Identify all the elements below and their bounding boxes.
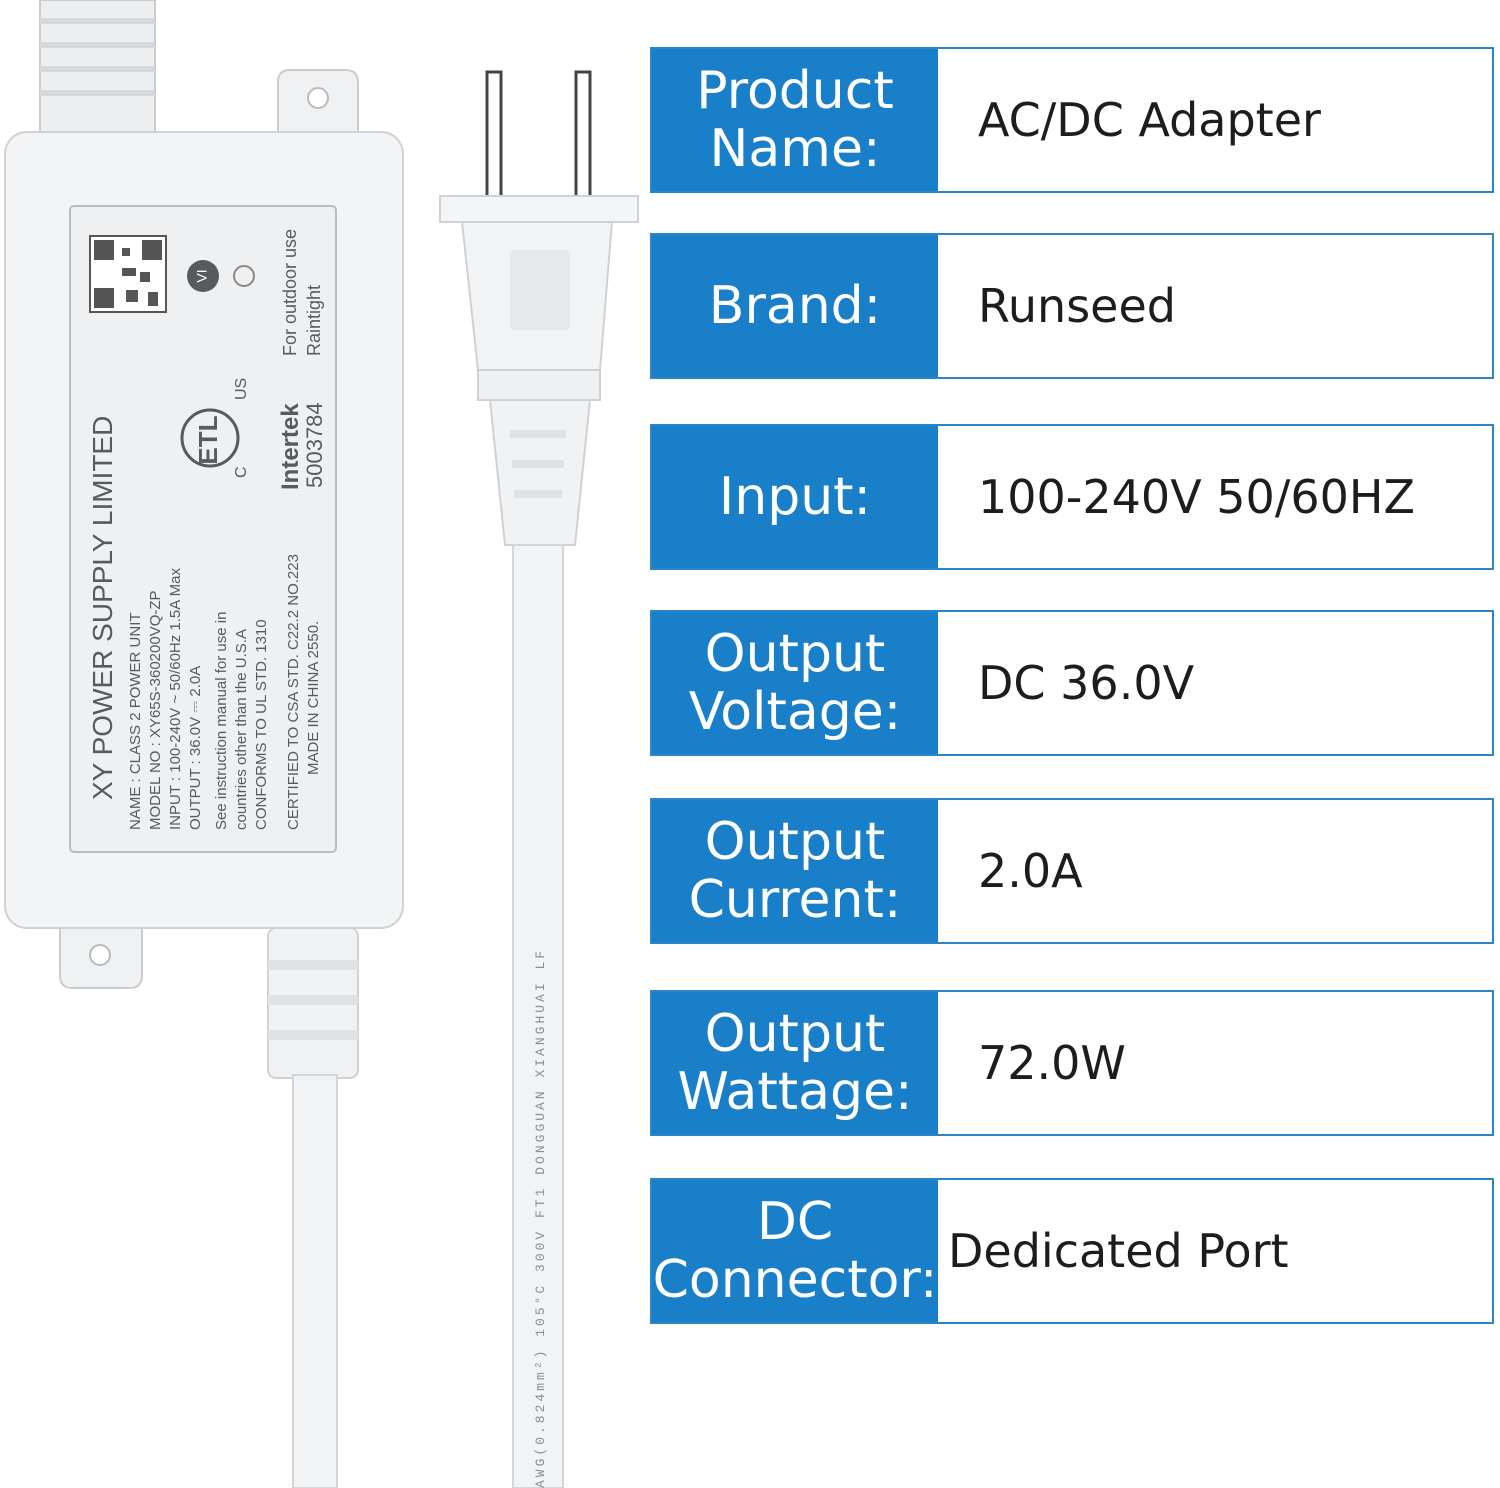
spec-label: Output Current: [652, 800, 938, 942]
spec-label: Input: [652, 426, 938, 568]
spec-value: 100-240V 50/60HZ [978, 470, 1415, 524]
spec-row-brand: Brand: Runseed [650, 233, 1494, 379]
spec-row-output-voltage: Output Voltage: DC 36.0V [650, 610, 1494, 756]
spec-label: Output Voltage: [652, 612, 938, 754]
etl-certification-icon: ETL [180, 408, 240, 468]
spec-value: Dedicated Port [948, 1224, 1289, 1278]
qr-code-icon [89, 235, 167, 313]
svg-text:ETL: ETL [193, 415, 223, 464]
spec-value: Runseed [978, 279, 1176, 333]
svg-text:C: C [233, 466, 250, 478]
svg-text:NAME : CLASS 2 POWER UNIT: NAME : CLASS 2 POWER UNIT [127, 612, 144, 830]
svg-text:5003784: 5003784 [302, 402, 327, 488]
svg-text:CONFORMS TO UL STD. 1310: CONFORMS TO UL STD. 1310 [253, 619, 270, 830]
outdoor-icon [233, 265, 255, 287]
spec-row-output-current: Output Current: 2.0A [650, 798, 1494, 944]
svg-text:CERTIFIED TO CSA STD. C22.2 NO: CERTIFIED TO CSA STD. C22.2 NO.223 [285, 554, 302, 830]
spec-value: DC 36.0V [978, 656, 1195, 710]
svg-text:Intertek: Intertek [277, 403, 304, 490]
spec-row-dc-connector: DC Connector: Dedicated Port [650, 1178, 1494, 1324]
svg-text:MADE IN CHINA 2550.: MADE IN CHINA 2550. [305, 621, 322, 775]
spec-table: Product Name: AC/DC Adapter Brand: Runse… [650, 0, 1496, 1488]
svg-text:countries other than the U.S.A: countries other than the U.S.A [233, 629, 250, 830]
power-plug-icon [439, 195, 639, 401]
svg-text:VI: VI [194, 269, 210, 282]
svg-text:OUTPUT : 36.0V ⎓ 2.0A: OUTPUT : 36.0V ⎓ 2.0A [187, 666, 204, 830]
svg-text:XY POWER SUPPLY LIMITED: XY POWER SUPPLY LIMITED [87, 416, 118, 800]
spec-label: Output Wattage: [652, 992, 938, 1134]
spec-value: 72.0W [978, 1036, 1126, 1090]
spec-value: AC/DC Adapter [978, 93, 1321, 147]
svg-text:AWG(0.824mm²) 105°C 300V FT1 D: AWG(0.824mm²) 105°C 300V FT1 DONGGUAN XI… [533, 948, 548, 1488]
spec-row-product-name: Product Name: AC/DC Adapter [650, 47, 1494, 193]
svg-text:See instruction manual for use: See instruction manual for use in [213, 612, 230, 830]
dc-connector-icon [39, 0, 156, 136]
efficiency-badge-icon [187, 260, 219, 292]
product-photo: VI ETL C US XY POWER SUPPLY LIMITED NAME… [4, 0, 639, 1488]
svg-text:INPUT : 100-240V ~ 50/60Hz 1.5: INPUT : 100-240V ~ 50/60Hz 1.5A Max [167, 568, 184, 830]
spec-value: 2.0A [978, 844, 1083, 898]
svg-text:US: US [233, 378, 250, 400]
spec-label: DC Connector: [652, 1180, 938, 1322]
svg-text:Raintight: Raintight [304, 285, 324, 356]
svg-text:MODEL NO : XY65S-360200VQ-ZP: MODEL NO : XY65S-360200VQ-ZP [147, 590, 164, 830]
spec-row-input: Input: 100-240V 50/60HZ [650, 424, 1494, 570]
spec-label: Product Name: [652, 49, 938, 191]
spec-row-output-wattage: Output Wattage: 72.0W [650, 990, 1494, 1136]
svg-text:For outdoor use: For outdoor use [280, 229, 300, 356]
spec-label: Brand: [652, 235, 938, 377]
